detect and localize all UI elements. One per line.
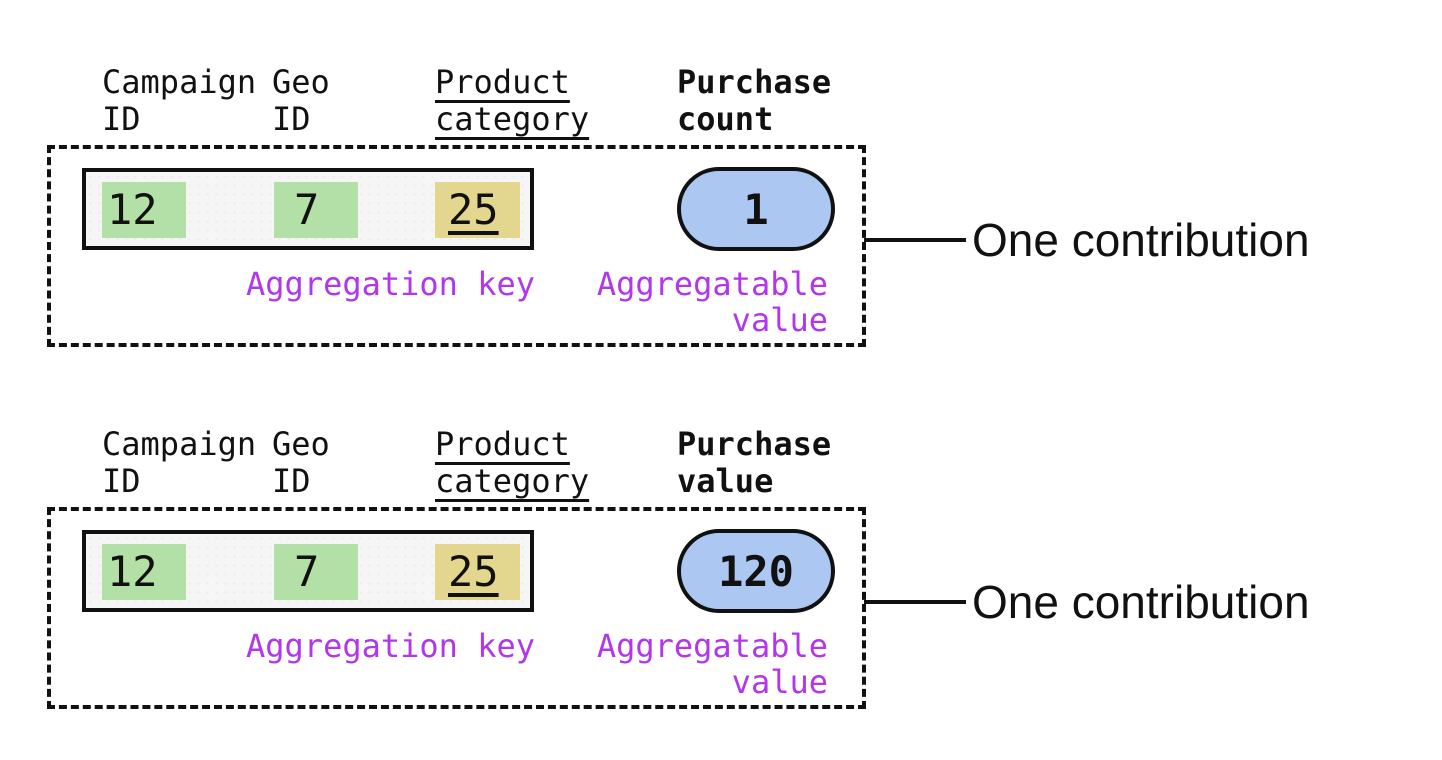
column-header-line: ID bbox=[102, 100, 141, 138]
column-header-geo-id: Geo ID bbox=[272, 64, 330, 138]
column-header-line: value bbox=[677, 462, 774, 500]
contribution-section-value: Campaign ID Geo ID Product category Purc… bbox=[0, 362, 1442, 742]
column-header-line: ID bbox=[272, 462, 311, 500]
column-header-line: count bbox=[677, 100, 774, 138]
contribution-section-count: Campaign ID Geo ID Product category Purc… bbox=[47, 64, 1310, 347]
aggregatable-value-label-line: value bbox=[731, 301, 828, 339]
column-header-purchase-count: Purchase count bbox=[677, 64, 831, 138]
record-value: 25 bbox=[448, 185, 499, 234]
column-header-line: Campaign bbox=[102, 425, 257, 463]
column-header-product-category: Product category bbox=[435, 426, 589, 500]
record-value: 7 bbox=[294, 547, 320, 596]
callout-label: One contribution bbox=[972, 576, 1310, 628]
record-row: 12 7 25 bbox=[82, 168, 534, 250]
aggregatable-value-pill: 1 bbox=[677, 167, 835, 251]
callout-connector-line bbox=[864, 600, 966, 604]
record-cell-campaign-id: 12 bbox=[102, 544, 186, 600]
column-header-line: Geo bbox=[272, 63, 330, 101]
record-cell-geo-id: 7 bbox=[274, 182, 358, 238]
contribution-dashed-box bbox=[47, 507, 866, 709]
column-header-line: ID bbox=[272, 100, 311, 138]
record-cell-product-category: 25 bbox=[435, 182, 520, 238]
record-value: 7 bbox=[294, 185, 320, 234]
record-value: 25 bbox=[448, 547, 499, 596]
aggregatable-value: 120 bbox=[718, 546, 794, 596]
column-header-campaign-id: Campaign ID bbox=[102, 64, 256, 138]
column-header-geo-id: Geo ID bbox=[272, 426, 330, 500]
column-header-line: Campaign bbox=[102, 63, 257, 101]
column-header-line: Product bbox=[435, 425, 570, 463]
column-header-line: category bbox=[435, 100, 590, 138]
callout-connector-line bbox=[864, 238, 966, 242]
record-value: 12 bbox=[107, 547, 158, 596]
aggregatable-value-label-line: Aggregatable bbox=[596, 265, 828, 303]
record-cell-product-category: 25 bbox=[435, 544, 520, 600]
aggregatable-value: 1 bbox=[743, 184, 769, 234]
column-header-line: Geo bbox=[272, 425, 330, 463]
callout-label: One contribution bbox=[972, 214, 1310, 266]
column-header-campaign-id: Campaign ID bbox=[102, 426, 256, 500]
column-header-line: Product bbox=[435, 63, 570, 101]
column-header-line: Purchase bbox=[677, 425, 832, 463]
column-header-purchase-value: Purchase value bbox=[677, 426, 831, 500]
contribution-dashed-box bbox=[47, 145, 866, 347]
aggregatable-value-pill: 120 bbox=[677, 529, 835, 613]
record-cell-campaign-id: 12 bbox=[102, 182, 186, 238]
record-row: 12 7 25 bbox=[82, 530, 534, 612]
column-header-product-category: Product category bbox=[435, 64, 589, 138]
record-value: 12 bbox=[107, 185, 158, 234]
column-header-line: category bbox=[435, 462, 590, 500]
column-header-line: ID bbox=[102, 462, 141, 500]
aggregatable-value-label-line: Aggregatable bbox=[596, 627, 828, 665]
aggregatable-value-label: Aggregatable value bbox=[558, 628, 828, 700]
aggregation-key-label: Aggregation key bbox=[246, 265, 535, 303]
aggregatable-value-label-line: value bbox=[731, 663, 828, 701]
column-header-line: Purchase bbox=[677, 63, 832, 101]
record-cell-geo-id: 7 bbox=[274, 544, 358, 600]
aggregatable-value-label: Aggregatable value bbox=[558, 266, 828, 338]
aggregation-key-label: Aggregation key bbox=[246, 627, 535, 665]
